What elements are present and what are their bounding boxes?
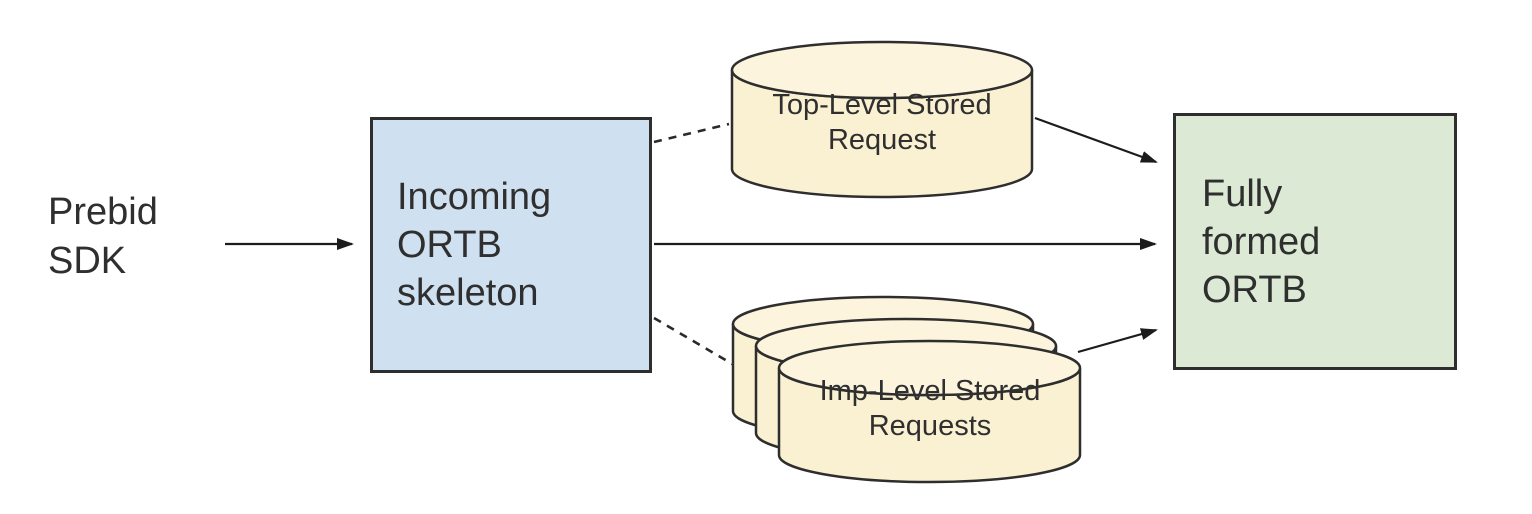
edge-incoming-to-imp-stored <box>653 316 735 367</box>
edge-imp-stored-to-output <box>1077 328 1158 354</box>
imp-stored-cylinder-front <box>777 339 1082 484</box>
imp-stored-label: Imp-Level Stored Requests <box>819 375 1041 442</box>
edge-incoming-to-top-stored <box>653 122 730 144</box>
top-stored-label: Top-Level Stored Request <box>772 89 992 156</box>
incoming-ortb-label: Incoming ORTB skeleton <box>397 176 552 314</box>
top-stored-cylinder-top <box>730 40 1034 100</box>
fully-formed-ortb-node: Fully formed ORTB <box>1173 113 1457 370</box>
prebid-sdk-label: Prebid SDK <box>48 191 158 282</box>
incoming-ortb-node: Incoming ORTB skeleton <box>370 117 652 373</box>
imp-stored-cylinder-stack <box>731 295 1082 484</box>
edge-top-stored-to-output <box>1034 116 1158 164</box>
fully-formed-ortb-label: Fully formed ORTB <box>1202 172 1321 311</box>
imp-front-top <box>777 339 1082 397</box>
top-stored-cylinder <box>730 40 1034 199</box>
